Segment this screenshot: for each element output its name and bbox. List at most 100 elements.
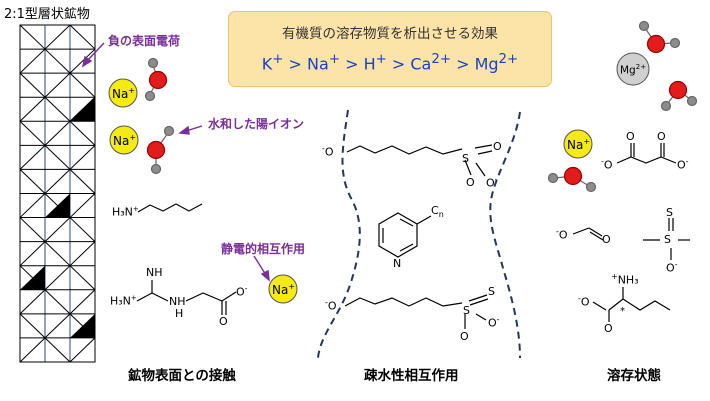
formate-o-minus: -O [556,227,568,242]
water-4 [660,80,698,112]
lattice-edge [44,169,71,194]
lattice-edge [19,337,46,363]
charged-site [45,193,70,218]
lattice-edge [69,144,96,170]
lattice-edge [69,120,96,146]
series-mg: > Mg [451,54,499,74]
mesylate-s: S [664,233,671,246]
top-chain-o-minus: -O [322,144,334,159]
malonate-o-minus-2: O- [677,157,689,172]
amino-nh3: +NH₃ [611,272,639,287]
lattice-edge [19,24,46,50]
series-k-charge: + [272,52,284,67]
top-chain-o-minus-2: O- [486,175,498,190]
series-mg-charge: 2+ [498,52,519,67]
lattice-edge [19,217,46,242]
lattice-edge [44,217,71,242]
na-ion-label-4: Na+ [567,137,591,152]
lattice-edge [69,193,96,218]
amino-o-minus: -O [578,294,590,309]
section-hydrophobic: 疎水性相互作用 [364,368,459,384]
bottom-chain-s: S [463,304,470,317]
na-ion-1 [108,78,138,108]
lattice-edge [44,144,71,170]
pyridine-cn: Cn [431,204,444,220]
ions [108,52,650,304]
top-chain-o-2: O [466,176,475,189]
mineral-title: 2:1型層状鉱物 [4,7,90,22]
lattice-edge [19,193,46,218]
malonate-o-2: O [657,130,666,143]
series-h: > H [340,54,376,74]
bottom-chain-s-terminal: S [488,285,495,298]
na-ion-label-2: Na+ [113,133,137,148]
water-2 [146,125,175,175]
series-k: K [261,54,273,74]
lattice-edge [19,120,46,146]
water-1 [144,57,168,102]
guanidine-h: H [175,307,184,320]
series-na: > Na [283,54,329,74]
series-na-charge: + [328,52,340,67]
water-molecules [144,20,698,193]
lattice-edge [19,48,46,74]
lattice-edge [69,241,96,267]
top-chain-s: S [462,152,469,165]
annotation-arrows [81,42,270,282]
water-5 [547,166,597,193]
bottom-chain-o-minus-2: O- [488,315,500,330]
lattice-edge [44,241,71,267]
interface-curves [317,109,521,359]
water-3 [638,20,681,54]
lattice-edge [69,337,96,363]
na-ion-label-1: Na+ [112,86,136,101]
formate-o: O [602,233,611,246]
section-dissolved: 溶存状態 [607,368,661,384]
na-ion-3 [268,274,298,304]
series-ca-charge: 2+ [431,52,451,67]
lattice-edge [44,313,71,339]
mesylate-s-top: S [666,206,673,219]
lattice-edge [69,24,96,50]
label-negative-charge: 負の表面電荷 [108,34,181,48]
bottom-chain-o: O [460,330,469,343]
malonate-o-minus-1: -O [601,157,613,172]
lattice-edge [44,120,71,146]
label-hydrated-ion: 水和した陽イオン [208,117,305,131]
lattice-edge [69,217,96,242]
lattice-edge [69,289,96,315]
pyridine-n: N [393,257,402,270]
bottom-chain-o-minus: -O [325,298,337,313]
butylammonium-n: H₃N+ [112,205,139,219]
series-h-charge: + [375,52,387,67]
amino-o: O [604,322,613,335]
malonate-o-1: O [626,130,635,143]
guanidine-nh-top: NH [146,266,163,279]
charged-site [70,313,95,338]
top-chain-o: O [493,140,502,153]
mesylate-o-minus: O- [666,260,678,275]
charged-site [70,97,95,122]
lattice-edge [19,241,46,267]
series-ca: > Ca [386,54,432,74]
lattice-edge [69,72,96,98]
lattice-edge [19,313,46,339]
lattice-edge [44,265,71,291]
amino-chiral-star: * [620,306,625,317]
effect-box: 有機質の溶存物質を析出させる効果 K+ > Na+ > H+ > Ca2+ > … [228,11,552,87]
charged-site [20,265,45,290]
guanidine-amine: H₃N+ [110,294,137,308]
guanidine-o-minus: O- [236,284,248,299]
lattice-edge [69,169,96,194]
lattice-edge [19,96,46,122]
section-surface: 鉱物表面との接触 [128,368,236,384]
lattice-edge [19,144,46,170]
na-ion-4 [563,129,593,159]
lattice-edge [19,289,46,315]
lattice-edge [69,265,96,291]
molecule-bonds [136,143,690,329]
na-ion-label-3: Na+ [272,282,296,297]
lattice-edge [19,72,46,98]
label-electrostatic: 静電的相互作用 [221,242,306,256]
